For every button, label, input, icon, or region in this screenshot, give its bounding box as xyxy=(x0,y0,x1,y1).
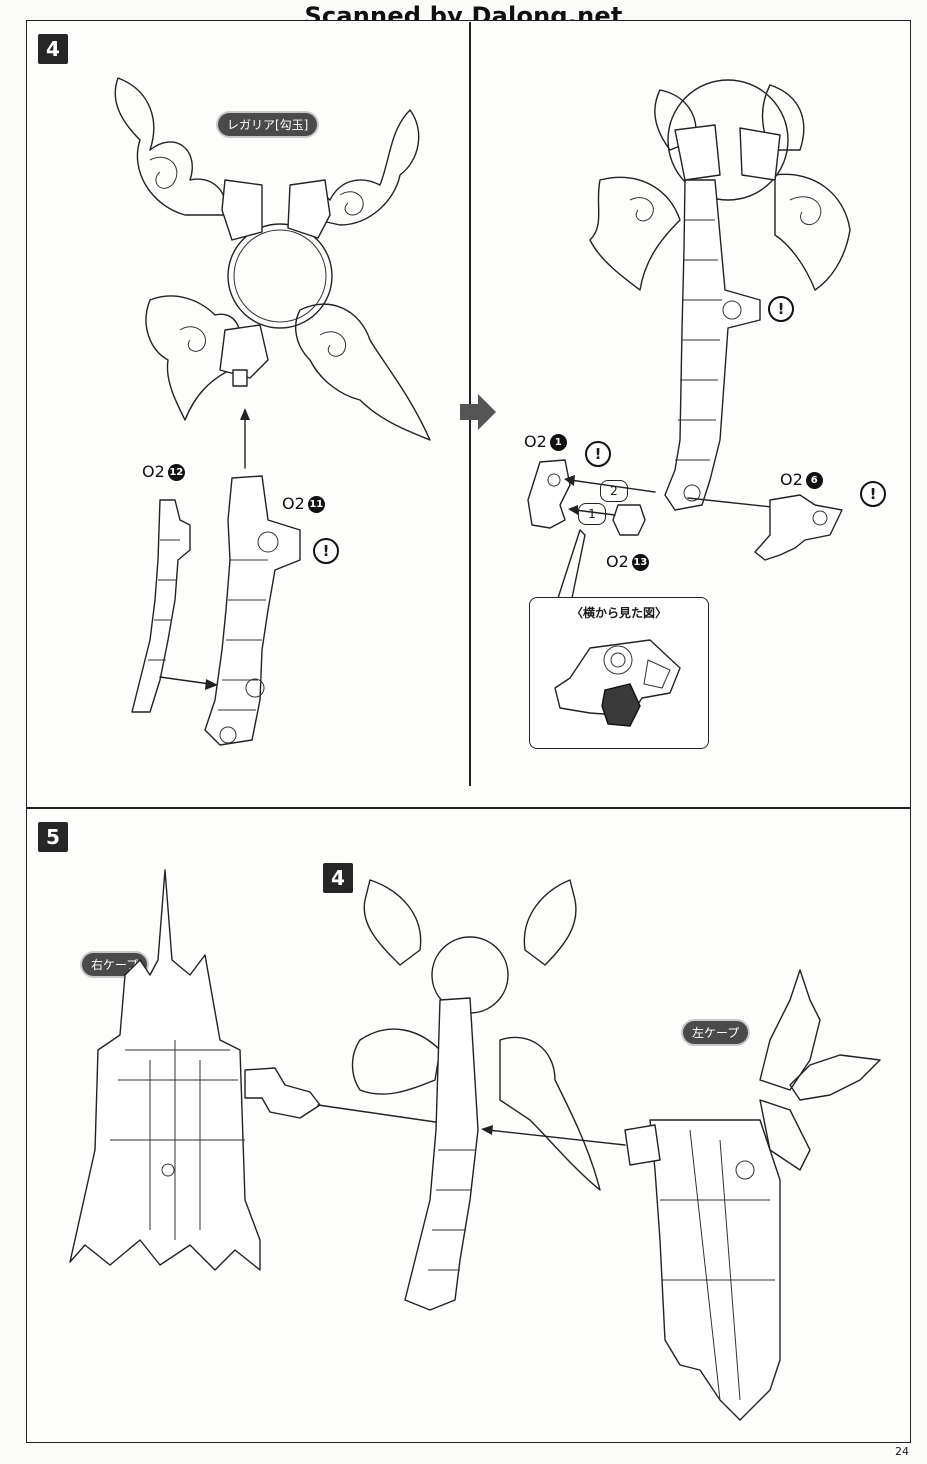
arm-assembly-illustration xyxy=(527,79,851,599)
step-4-reference-badge: 4 xyxy=(323,863,353,893)
step-5-badge: 5 xyxy=(38,822,68,852)
part-name-regalia: レガリア[勾玉] xyxy=(218,113,318,136)
page-number: 24 xyxy=(895,1445,909,1458)
side-view-inset: 〈横から見た図〉 xyxy=(529,597,709,749)
attention-icon: ! xyxy=(768,296,794,322)
attention-icon: ! xyxy=(313,538,339,564)
regalia-wings-illustration xyxy=(114,77,431,746)
next-arrow-icon xyxy=(460,394,496,430)
step-4-badge: 4 xyxy=(38,34,68,64)
order-label-1: 1 xyxy=(578,503,606,525)
side-view-illustration xyxy=(554,639,681,727)
side-view-title: 〈横から見た図〉 xyxy=(570,606,667,620)
order-label-2: 2 xyxy=(600,480,628,502)
left-cape-label: 左ケープ xyxy=(683,1021,749,1044)
attention-icon: ! xyxy=(585,441,611,467)
attention-icon: ! xyxy=(860,481,886,507)
